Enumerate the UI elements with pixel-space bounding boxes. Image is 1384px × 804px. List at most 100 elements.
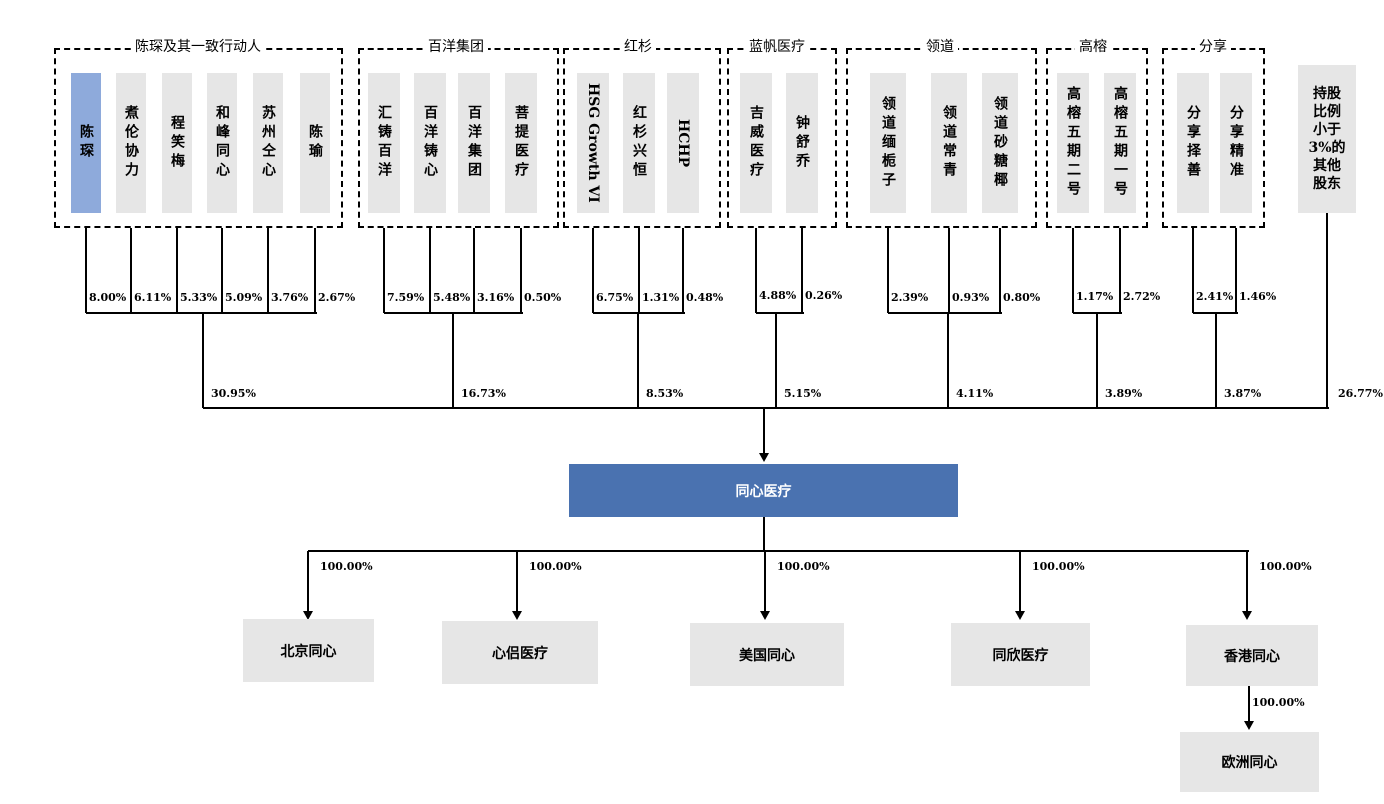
group-subtotal: 5.15% — [784, 387, 822, 400]
connector-line — [383, 228, 385, 313]
arrow-head — [1244, 721, 1254, 730]
connector-line — [308, 550, 1249, 552]
arrow-head — [512, 611, 522, 620]
shareholder-name: HCHP — [675, 118, 691, 168]
shareholder-name: 陈瑜 — [307, 124, 323, 162]
connector-line — [85, 228, 87, 313]
shareholder-name: 分享精准 — [1228, 105, 1244, 181]
connector-line — [637, 313, 639, 408]
shareholder-name: 领道砂糖椰 — [992, 95, 1008, 191]
member-percentage: 0.50% — [524, 291, 562, 304]
shareholder-box: 领道砂糖椰 — [982, 73, 1018, 213]
member-percentage: 0.26% — [805, 289, 843, 302]
connector-line — [1235, 228, 1237, 313]
member-percentage: 5.09% — [225, 291, 263, 304]
subsidiary-percentage: 100.00% — [529, 560, 582, 573]
shareholder-box: 红杉兴恒 — [623, 73, 655, 213]
shareholder-name: 高榕五期一号 — [1112, 86, 1128, 200]
group-title-chen: 陈琛及其一致行动人 — [131, 39, 265, 55]
group-subtotal: 30.95% — [211, 387, 256, 400]
shareholder-box: 分享精准 — [1220, 73, 1252, 213]
shareholder-box: 菩提医疗 — [505, 73, 537, 213]
shareholder-name: 领道常青 — [941, 105, 957, 181]
shareholder-name: 领道缅栀子 — [880, 95, 896, 191]
group-title-baiyang: 百洋集团 — [424, 39, 488, 55]
shareholder-box: 领道常青 — [931, 73, 967, 213]
shareholder-name: 汇铸百洋 — [376, 105, 392, 181]
member-percentage: 1.17% — [1076, 290, 1114, 303]
member-percentage: 5.33% — [180, 291, 218, 304]
shareholder-box: HSG Growth VI — [577, 73, 609, 213]
shareholder-name: 陈琛 — [78, 124, 94, 162]
shareholder-name: 和峰同心 — [214, 105, 230, 181]
connector-line — [755, 228, 757, 313]
subsidiary-percentage: 100.00% — [320, 560, 373, 573]
shareholder-box: 百洋集团 — [458, 73, 490, 213]
shareholder-box: 和峰同心 — [207, 73, 237, 213]
connector-line — [1326, 213, 1328, 408]
connector-line — [202, 313, 204, 408]
subsidiary-box: 香港同心 — [1186, 625, 1318, 686]
connector-line — [314, 228, 316, 313]
connector-line — [516, 551, 518, 614]
second-level-percentage: 100.00% — [1252, 696, 1305, 709]
others-subtotal: 26.77% — [1338, 387, 1383, 400]
shareholder-box: 领道缅栀子 — [870, 73, 906, 213]
connector-line — [948, 228, 950, 313]
connector-line — [130, 228, 132, 313]
connector-line — [1019, 551, 1021, 614]
shareholder-box: 程笑梅 — [162, 73, 192, 213]
subsidiary-box: 心侣医疗 — [442, 621, 598, 684]
connector-line — [756, 312, 804, 314]
connector-line — [176, 228, 178, 313]
shareholder-name: 菩提医疗 — [513, 105, 529, 181]
connector-line — [473, 228, 475, 313]
group-title-lanfan: 蓝帆医疗 — [745, 39, 809, 55]
company-box: 同心医疗 — [569, 464, 958, 517]
shareholder-box: HCHP — [667, 73, 699, 213]
shareholder-name: 高榕五期二号 — [1065, 86, 1081, 200]
shareholder-name: 程笑梅 — [169, 114, 185, 172]
subsidiary-box: 北京同心 — [243, 619, 374, 682]
member-percentage: 6.75% — [596, 291, 634, 304]
connector-line — [592, 228, 594, 313]
shareholder-box: 汇铸百洋 — [368, 73, 400, 213]
connector-line — [1248, 686, 1250, 724]
shareholder-name: 百洋集团 — [466, 105, 482, 181]
shareholder-box: 高榕五期二号 — [1057, 73, 1089, 213]
shareholder-name: HSG Growth VI — [585, 83, 601, 203]
member-percentage: 0.48% — [686, 291, 724, 304]
member-percentage: 2.67% — [318, 291, 356, 304]
connector-line — [267, 228, 269, 313]
member-percentage: 8.00% — [89, 291, 127, 304]
member-percentage: 1.31% — [642, 291, 680, 304]
shareholder-box: 煮伦协力 — [116, 73, 146, 213]
connector-line — [1246, 551, 1248, 614]
member-percentage: 3.16% — [477, 291, 515, 304]
arrow-head — [759, 453, 769, 462]
connector-line — [888, 312, 1002, 314]
arrow-head — [1015, 611, 1025, 620]
shareholder-name: 苏州仝心 — [260, 105, 276, 181]
connector-line — [801, 228, 803, 313]
connector-line — [1072, 228, 1074, 313]
shareholder-box: 分享择善 — [1177, 73, 1209, 213]
connector-line — [764, 551, 766, 614]
member-percentage: 5.48% — [433, 291, 471, 304]
connector-line — [221, 228, 223, 313]
subsidiary-box: 美国同心 — [690, 623, 844, 686]
group-title-gaorong: 高榕 — [1075, 39, 1111, 55]
member-percentage: 1.46% — [1239, 290, 1277, 303]
connector-line — [429, 228, 431, 313]
connector-line — [887, 228, 889, 313]
connector-line — [203, 407, 1329, 409]
member-percentage: 4.88% — [759, 289, 797, 302]
connector-line — [763, 408, 765, 456]
group-title-lingdao: 领道 — [922, 39, 958, 55]
connector-line — [682, 228, 684, 313]
shareholder-name: 吉威医疗 — [748, 105, 764, 181]
connector-line — [763, 517, 765, 551]
member-percentage: 3.76% — [271, 291, 309, 304]
arrow-head — [760, 611, 770, 620]
shareholder-box: 百洋铸心 — [414, 73, 446, 213]
